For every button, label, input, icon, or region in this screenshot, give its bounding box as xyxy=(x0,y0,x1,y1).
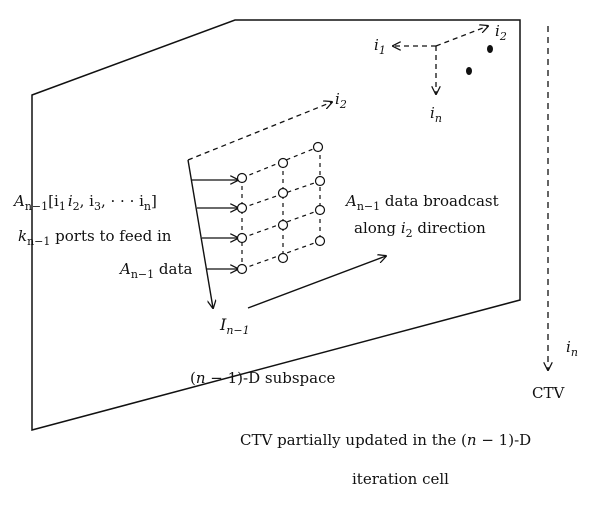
input-data-label: An−1 data xyxy=(118,260,192,281)
broadcast-label-line1: An−1 data broadcast xyxy=(344,192,499,213)
I-label: In−1 xyxy=(219,315,250,337)
caption-line-2: iteration cell xyxy=(352,470,449,488)
subspace-plane xyxy=(31,19,521,431)
subspace-label: (n − 1)-D subspace xyxy=(190,369,335,387)
caption-line-1: CTV partially updated in the (n − 1)-D xyxy=(240,431,531,449)
broadcast-label-line2: along i2 direction xyxy=(354,219,486,240)
ports-label: kn−1 ports to feed in xyxy=(18,227,172,248)
i2-grid-arrow xyxy=(187,102,332,161)
broadcast-arrow xyxy=(247,256,386,309)
i2-grid-label: i2 xyxy=(335,90,347,111)
ctv-in-label: in xyxy=(566,338,578,359)
grid-nodes xyxy=(236,141,326,275)
ctv-label: CTV xyxy=(532,384,565,402)
dot-upper xyxy=(487,45,493,53)
I-axis-arrow xyxy=(187,159,213,308)
i2-label-top: i2 xyxy=(495,22,507,43)
in-label-top: in xyxy=(430,104,442,125)
i2-axis-arrow-top xyxy=(435,26,488,47)
dot-lower xyxy=(466,67,472,75)
i1-label: i1 xyxy=(374,36,386,57)
